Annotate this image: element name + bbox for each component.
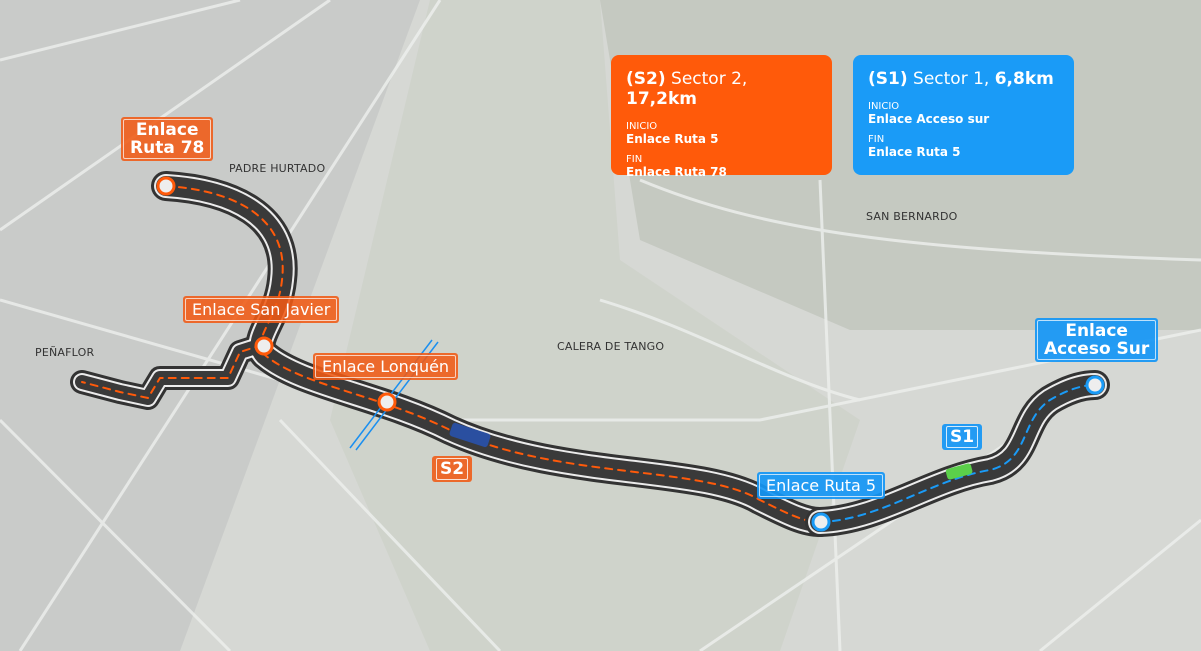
badge-text: S1: [946, 426, 979, 448]
bus-icon: [449, 422, 491, 448]
label-enlace-san-javier[interactable]: Enlace San Javier: [183, 296, 340, 323]
label-line: Enlace: [135, 120, 199, 140]
label-enlace-lonquen[interactable]: Enlace Lonquén: [313, 353, 459, 380]
label-enlace-ruta-5[interactable]: Enlace Ruta 5: [757, 472, 886, 499]
sector-code: (S2): [626, 69, 666, 89]
car-icon: [945, 463, 973, 480]
start-value: Enlace Acceso sur: [868, 112, 990, 126]
label-line: Acceso Sur: [1044, 339, 1150, 359]
marker-ruta5: [811, 512, 831, 532]
marker-lonquen: [377, 392, 397, 412]
card-title: (S2) Sector 2, 17,2km: [626, 69, 817, 109]
card-sector-2: (S2) Sector 2, 17,2km INICIO Enlace Ruta…: [611, 55, 832, 179]
label-text: Enlace San Javier: [185, 298, 338, 321]
badge-s2: S2: [432, 456, 473, 482]
place-padre-hurtado: PADRE HURTADO: [229, 162, 326, 175]
start-value: Enlace Ruta 5: [626, 132, 719, 146]
label-text: Enlace Lonquén: [315, 355, 457, 378]
end-value: Enlace Ruta 5: [868, 145, 961, 159]
sector-name: Sector 1,: [913, 69, 990, 89]
end-label: FIN: [626, 154, 643, 165]
sector-length: 17,2km: [626, 89, 697, 109]
start-label: INICIO: [868, 101, 900, 112]
place-san-bernardo: SAN BERNARDO: [866, 210, 958, 223]
end-label: FIN: [868, 134, 885, 145]
place-calera-de-tango: CALERA DE TANGO: [557, 340, 665, 353]
marker-ruta78: [156, 176, 176, 196]
marker-acceso-sur: [1085, 375, 1105, 395]
sector-name: Sector 2,: [671, 69, 748, 89]
road-sector-1: [805, 370, 1110, 537]
card-title: (S1) Sector 1, 6,8km: [868, 69, 1059, 89]
road-sector-2: [70, 171, 835, 537]
marker-san-javier: [254, 336, 274, 356]
end-value: Enlace Ruta 78: [626, 165, 727, 179]
badge-text: S2: [436, 458, 469, 480]
label-text: Enlace Ruta 5: [759, 474, 884, 497]
place-penaflor: PEÑAFLOR: [35, 346, 95, 359]
start-label: INICIO: [626, 121, 658, 132]
sector-code: (S1): [868, 69, 908, 89]
card-sector-1: (S1) Sector 1, 6,8km INICIO Enlace Acces…: [853, 55, 1074, 175]
badge-s1: S1: [942, 424, 983, 450]
label-line: Enlace: [1065, 321, 1128, 341]
label-line: Ruta 78: [130, 138, 205, 158]
node-markers: [156, 176, 1105, 532]
sector-length: 6,8km: [994, 69, 1054, 89]
